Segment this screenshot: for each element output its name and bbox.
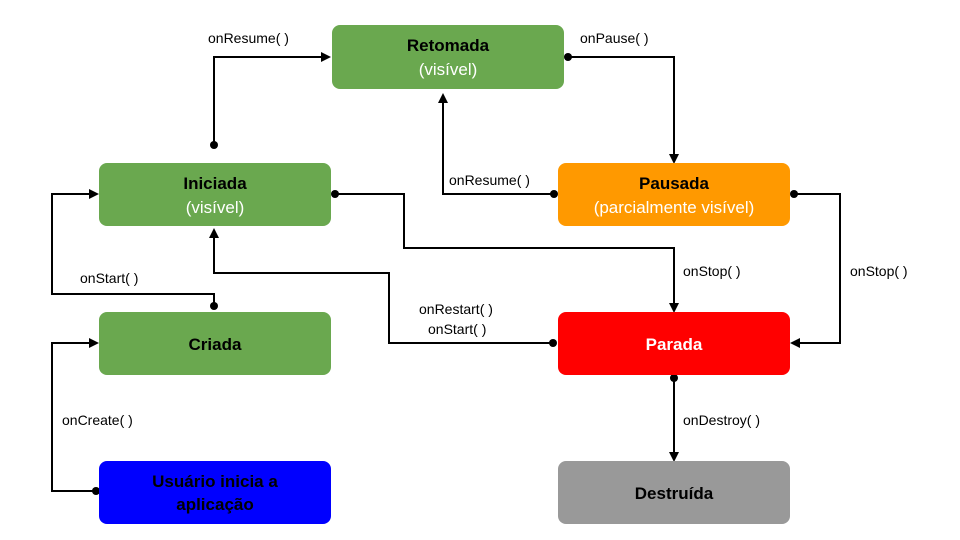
state-retomada-title: Retomada	[407, 36, 490, 55]
state-pausada-title: Pausada	[639, 174, 709, 193]
state-iniciada: Iniciada (visível)	[99, 163, 331, 226]
edge-criada-to-iniciada	[51, 189, 218, 310]
edge-usuario-to-criada	[51, 338, 100, 495]
state-criada: Criada	[99, 312, 331, 375]
edge-parada-to-destruida	[669, 374, 679, 462]
state-destruida: Destruída	[558, 461, 790, 524]
label-on-start-restart: onStart( )	[428, 321, 486, 337]
label-on-destroy: onDestroy( )	[683, 412, 760, 428]
state-usuario-title-line2: aplicação	[176, 495, 254, 514]
state-parada: Parada	[558, 312, 790, 375]
edge-pausada-to-retomada	[438, 93, 558, 198]
label-on-start: onStart( )	[80, 270, 138, 286]
state-parada-title: Parada	[646, 335, 703, 354]
edge-parada-to-iniciada	[209, 228, 557, 347]
label-on-resume-top: onResume( )	[208, 30, 289, 46]
label-on-restart: onRestart( )	[419, 301, 493, 317]
state-criada-title: Criada	[189, 335, 242, 354]
label-on-stop-pausada: onStop( )	[850, 263, 908, 279]
state-iniciada-title: Iniciada	[183, 174, 247, 193]
edge-iniciada-to-parada	[331, 190, 679, 313]
label-on-pause: onPause( )	[580, 30, 648, 46]
edge-retomada-to-pausada	[564, 53, 679, 164]
state-iniciada-subtitle: (visível)	[186, 198, 245, 217]
state-destruida-title: Destruída	[635, 484, 714, 503]
label-on-create: onCreate( )	[62, 412, 133, 428]
state-pausada-subtitle: (parcialmente visível)	[594, 198, 755, 217]
label-on-stop-iniciada: onStop( )	[683, 263, 741, 279]
state-retomada-subtitle: (visível)	[419, 60, 478, 79]
edge-pausada-to-parada	[790, 190, 841, 348]
state-retomada: Retomada (visível)	[332, 25, 564, 89]
state-pausada: Pausada (parcialmente visível)	[558, 163, 790, 226]
state-usuario-inicia: Usuário inicia a aplicação	[99, 461, 331, 524]
edge-iniciada-to-retomada	[210, 52, 331, 149]
label-on-resume-pausada: onResume( )	[449, 172, 530, 188]
state-usuario-title-line1: Usuário inicia a	[152, 472, 278, 491]
